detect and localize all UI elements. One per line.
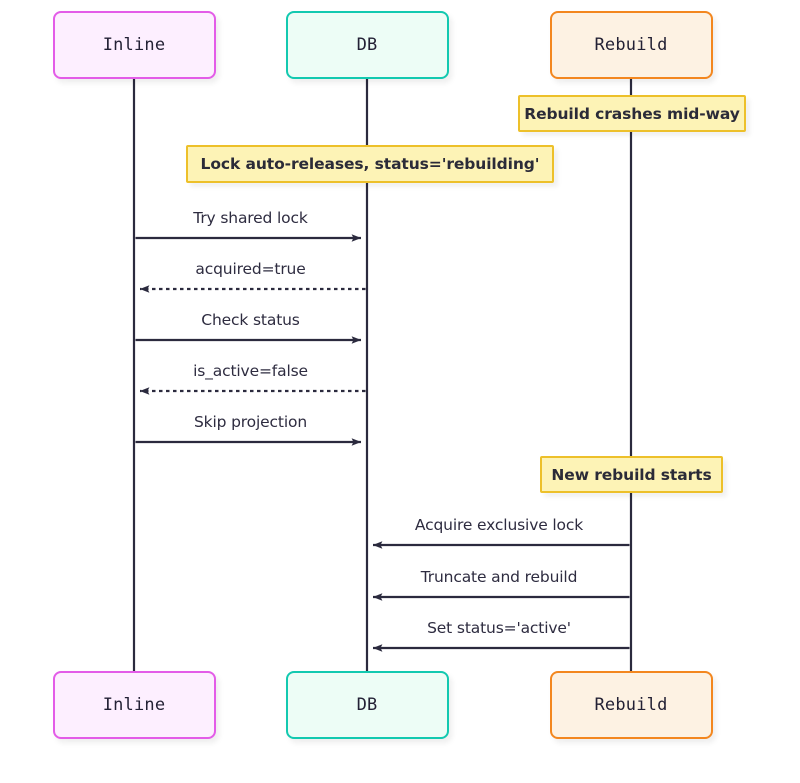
note-rebuild-crash: Rebuild crashes mid-way [518,95,746,132]
participant-db-top[interactable]: DB [285,11,449,79]
participant-label: DB [356,35,378,55]
note-text: Rebuild crashes mid-way [524,104,740,123]
message-label-m8: Set status='active' [427,619,571,637]
message-label-m2: acquired=true [195,260,306,278]
participant-inline-top[interactable]: Inline [52,11,216,79]
participant-db-bottom[interactable]: DB [285,671,449,739]
note-lock-autorelease: Lock auto-releases, status='rebuilding' [186,145,554,183]
message-label-m6: Acquire exclusive lock [414,516,584,534]
message-label-m5: Skip projection [193,413,308,431]
participant-label: DB [356,695,378,715]
message-label-m3: Check status [201,311,300,329]
note-new-rebuild: New rebuild starts [540,456,723,493]
participant-label: Inline [102,695,166,715]
note-text: Lock auto-releases, status='rebuilding' [200,155,540,173]
participant-label: Rebuild [594,695,668,715]
message-label-m4: is_active=false [193,362,308,380]
message-arrows-group [135,234,630,652]
message-label-m7: Truncate and rebuild [420,568,578,586]
participant-label: Rebuild [594,35,668,55]
note-text: New rebuild starts [551,465,712,484]
participant-label: Inline [102,35,166,55]
participant-inline-bottom[interactable]: Inline [52,671,216,739]
participant-rebuild-bottom[interactable]: Rebuild [549,671,713,739]
participant-rebuild-top[interactable]: Rebuild [549,11,713,79]
message-label-m1: Try shared lock [193,209,308,227]
